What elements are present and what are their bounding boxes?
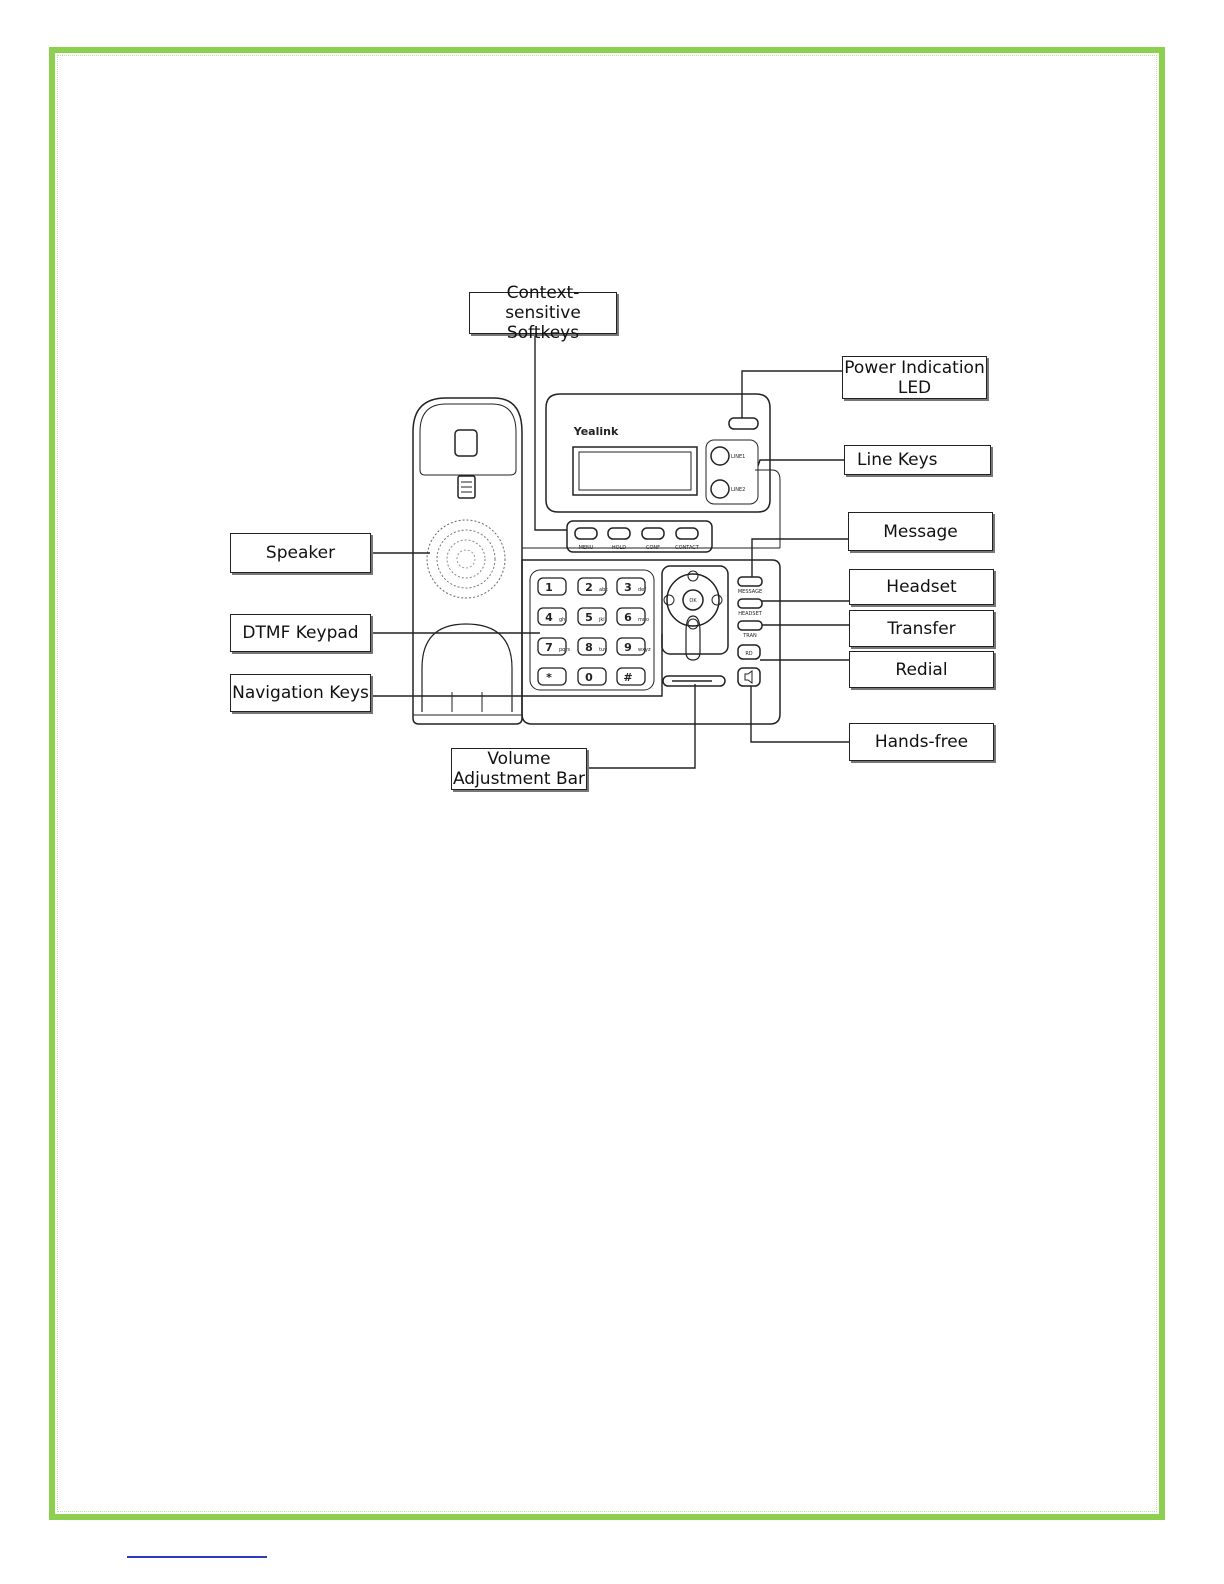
softkey-label: HOLD xyxy=(612,545,626,551)
side-key-label: HEADSET xyxy=(738,611,763,617)
nav-down xyxy=(688,619,698,629)
phone-base xyxy=(522,560,780,724)
keypad-key-sublabel: ghi xyxy=(559,617,567,623)
softkey-label: CONTACT xyxy=(675,545,700,551)
ok-key-label: OK xyxy=(689,598,697,604)
callout-volume-bar: Volume Adjustment Bar xyxy=(451,748,587,790)
headset-key xyxy=(738,599,762,608)
redial-key-label: RD xyxy=(745,651,752,657)
keypad-key-label: 3 xyxy=(624,581,632,594)
keypad-key-label: 7 xyxy=(545,641,553,654)
hands-free-key xyxy=(738,668,760,686)
callout-message: Message xyxy=(848,512,993,551)
callout-hands-free: Hands-free xyxy=(849,723,994,761)
callout-line-keys: Line Keys xyxy=(844,445,991,475)
keypad-key-label: # xyxy=(623,671,632,684)
softkey-label: CONF xyxy=(646,545,660,551)
keypad-key-label: 9 xyxy=(624,641,632,654)
keypad-key-label: 0 xyxy=(585,671,593,684)
callout-power-led: Power Indication LED xyxy=(842,356,987,399)
leader-lines xyxy=(370,334,850,768)
line-key-label: LINE2 xyxy=(731,487,745,493)
keypad-key-sublabel: wxyz xyxy=(638,647,651,653)
keypad-key-label: 5 xyxy=(585,611,593,624)
handset xyxy=(413,398,522,724)
line-key-1 xyxy=(711,447,729,465)
callout-transfer: Transfer xyxy=(849,610,994,647)
callout-headset: Headset xyxy=(849,569,994,605)
brand-logo: Yealink xyxy=(573,425,619,438)
keypad-key-sublabel: jkl xyxy=(598,617,605,623)
callout-speaker: Speaker xyxy=(230,533,371,573)
keypad-key-sublabel: mno xyxy=(638,617,649,623)
keypad-key-label: 2 xyxy=(585,581,593,594)
nav-right xyxy=(712,595,722,605)
softkey-label: MENU xyxy=(579,545,594,551)
softkey-4 xyxy=(676,528,698,539)
footer-link[interactable] xyxy=(127,1556,267,1558)
keypad-key-sublabel: abc xyxy=(599,587,608,593)
line-key-2 xyxy=(711,480,729,498)
keypad-key-sublabel: pqrs xyxy=(559,647,570,653)
transfer-key xyxy=(738,621,762,630)
keypad-key-label: * xyxy=(546,671,552,684)
callout-redial: Redial xyxy=(849,651,994,688)
softkey-1 xyxy=(575,528,597,539)
side-key-label: MESSAGE xyxy=(738,589,762,595)
nav-left xyxy=(664,595,674,605)
keypad-key-label: 8 xyxy=(585,641,593,654)
power-led xyxy=(729,418,758,429)
callout-navigation-keys: Navigation Keys xyxy=(230,674,371,712)
callout-dtmf-keypad: DTMF Keypad xyxy=(230,614,371,652)
keypad-key-label: 1 xyxy=(545,581,553,594)
keypad-key-sublabel: tuv xyxy=(599,647,607,653)
keypad-keys xyxy=(538,578,645,685)
softkey-2 xyxy=(608,528,630,539)
softkey-3 xyxy=(642,528,664,539)
lcd-screen xyxy=(573,447,697,495)
message-key xyxy=(738,577,762,586)
keypad-key-sublabel: def xyxy=(638,587,646,593)
line-key-label: LINE1 xyxy=(731,454,745,460)
nav-up xyxy=(688,571,698,581)
side-key-label: TRAN xyxy=(742,633,757,639)
keypad-key-label: 4 xyxy=(545,611,553,624)
callout-softkeys: Context-sensitive Softkeys xyxy=(469,292,617,334)
keypad-key-label: 6 xyxy=(624,611,632,624)
speaker-grille xyxy=(427,520,505,598)
